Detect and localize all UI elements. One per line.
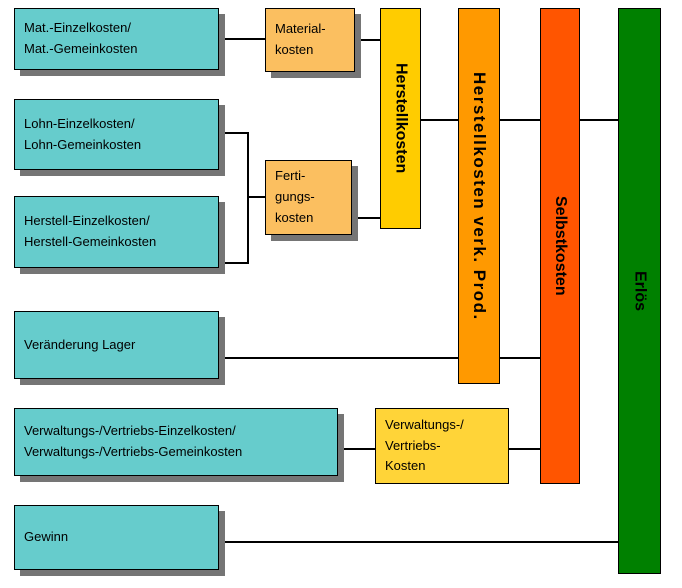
connector-mat-to-materialkosten	[219, 38, 265, 40]
bar-selbstkosten-label: Selbstkosten	[552, 196, 569, 296]
bar-herstellkosten: Herstellkosten	[380, 8, 421, 229]
bar-erloes-label: Erlös	[631, 270, 649, 311]
connector-bars-top	[420, 119, 618, 121]
connector-herstell-stub	[219, 262, 249, 264]
connector-materialkosten-to-herstellkosten	[355, 39, 380, 41]
connector-gewinn-to-erloes	[219, 541, 618, 543]
box-herstell-kosten: Herstell-Einzelkosten/ Herstell-Gemeinko…	[14, 196, 219, 268]
bar-erloes: Erlös	[618, 8, 661, 574]
connector-join-vertical	[247, 132, 249, 264]
box-mat-kosten: Mat.-Einzelkosten/ Mat.-Gemeinkosten	[14, 8, 219, 70]
connector-verwkosten-to-selbstkosten	[509, 448, 540, 450]
box-lohn-kosten-label: Lohn-Einzelkosten/ Lohn-Gemeinkosten	[24, 115, 142, 152]
bar-selbstkosten: Selbstkosten	[540, 8, 580, 484]
box-materialkosten: Material- kosten	[265, 8, 355, 72]
bar-herstellkosten-verkaufte-produkte: Herstellkosten verk. Prod.	[458, 8, 500, 384]
box-fertigungskosten-label: Ferti- gungs- kosten	[275, 168, 315, 225]
box-verwaltungs-vertriebs-label: Verwaltungs-/Vertriebs-Einzelkosten/ Ver…	[24, 423, 243, 459]
box-verwaltungs-vertriebs-kosten-quelle: Verwaltungs-/Vertriebs-Einzelkosten/ Ver…	[14, 408, 338, 476]
box-fertigungskosten: Ferti- gungs- kosten	[265, 160, 352, 235]
box-mat-kosten-label: Mat.-Einzelkosten/ Mat.-Gemeinkosten	[24, 20, 138, 56]
box-verwaltungs-vertriebs-kosten-label: Verwaltungs-/ Vertriebs- Kosten	[385, 416, 464, 474]
bar-herstellkosten-verk-prod-label: Herstellkosten verk. Prod.	[470, 71, 489, 321]
connector-lohn-stub	[219, 132, 249, 134]
bar-herstellkosten-label: Herstellkosten	[392, 63, 410, 174]
box-veraenderung-lager: Veränderung Lager	[14, 311, 219, 379]
box-lohn-kosten: Lohn-Einzelkosten/ Lohn-Gemeinkosten	[14, 99, 219, 170]
box-gewinn: Gewinn	[14, 505, 219, 570]
box-gewinn-label: Gewinn	[24, 529, 69, 545]
box-materialkosten-label: Material- kosten	[275, 21, 326, 57]
box-veraenderung-lager-label: Veränderung Lager	[24, 336, 136, 352]
box-verwaltungs-vertriebs-kosten: Verwaltungs-/ Vertriebs- Kosten	[375, 408, 509, 484]
connector-join-to-fertigungskosten	[247, 196, 265, 198]
connector-fertigungskosten-to-herstellkosten	[352, 217, 380, 219]
connector-verw-to-verwkosten	[338, 448, 375, 450]
box-herstell-kosten-label: Herstell-Einzelkosten/ Herstell-Gemeinko…	[24, 213, 157, 249]
connector-lager-to-selbstkosten	[219, 357, 540, 359]
